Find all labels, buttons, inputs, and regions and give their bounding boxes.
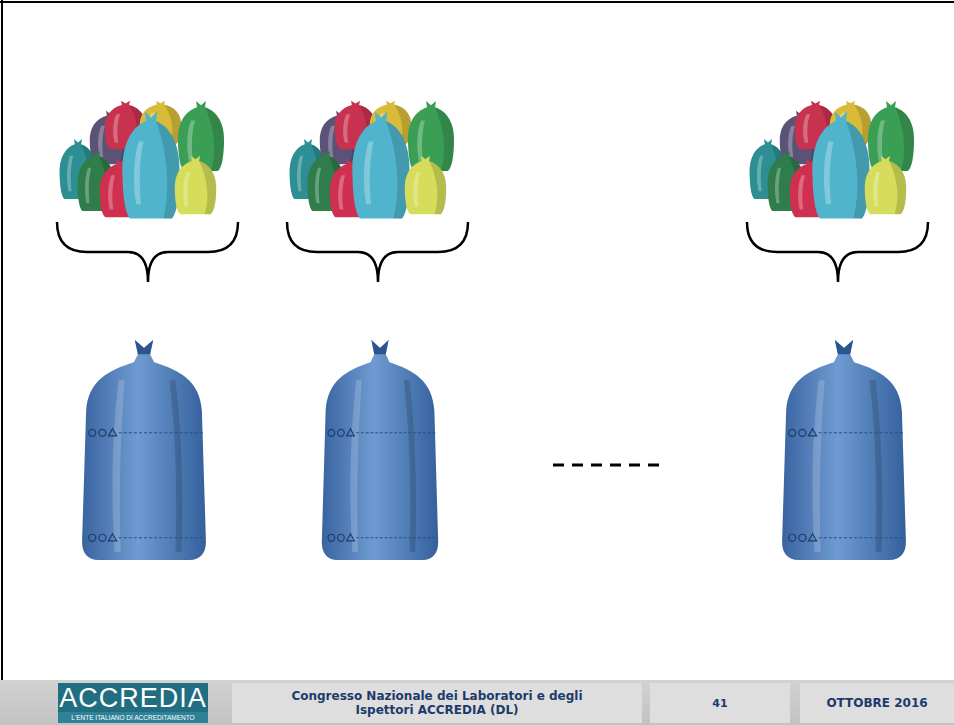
date-text: OTTOBRE 2016 (826, 696, 927, 710)
event-title: Congresso Nazionale dei Laboratori e deg… (265, 689, 610, 717)
frame-line (1, 0, 3, 680)
brace (287, 222, 468, 282)
footer-title-box: Congresso Nazionale dei Laboratori e deg… (232, 683, 642, 723)
ellipsis-dashes (553, 464, 662, 467)
blue-bag (782, 340, 906, 560)
footer-band (0, 680, 954, 725)
logo-tagline: L'ENTE ITALIANO DI ACCREDITAMENTO (58, 712, 208, 723)
frame-line (0, 1, 954, 3)
logo-text: ACCREDIA (59, 684, 207, 712)
brace (747, 222, 928, 282)
logo-box: ACCREDIAL'ENTE ITALIANO DI ACCREDITAMENT… (58, 683, 208, 723)
colored-bags (750, 101, 915, 219)
date-box: OTTOBRE 2016 (800, 683, 954, 723)
blue-bag (322, 340, 438, 560)
colored-bags (290, 101, 455, 219)
blue-bag (82, 340, 206, 560)
brace (57, 222, 238, 282)
colored-bags (60, 101, 225, 219)
page-number: 41 (712, 697, 727, 710)
page-number-box: 41 (650, 683, 790, 723)
